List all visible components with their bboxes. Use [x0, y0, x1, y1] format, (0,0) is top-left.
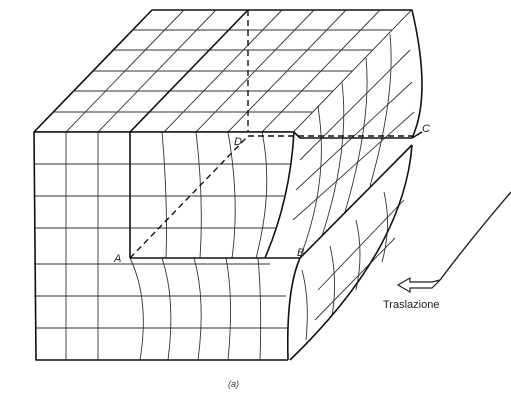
translation-arrow: [396, 191, 511, 294]
top-face: [33, 9, 413, 133]
point-label-a: A: [113, 253, 121, 265]
right-face: [265, 9, 423, 361]
slip-plane: [129, 135, 412, 259]
point-label-c: C: [422, 123, 430, 135]
point-label-b: B: [297, 247, 304, 259]
figure-caption: (a): [228, 379, 239, 389]
point-label-d: D: [234, 136, 242, 148]
front-face: [34, 132, 288, 361]
block-outline: [33, 131, 423, 361]
translation-label: Traslazione: [383, 299, 439, 311]
slipped-block: [130, 131, 294, 259]
